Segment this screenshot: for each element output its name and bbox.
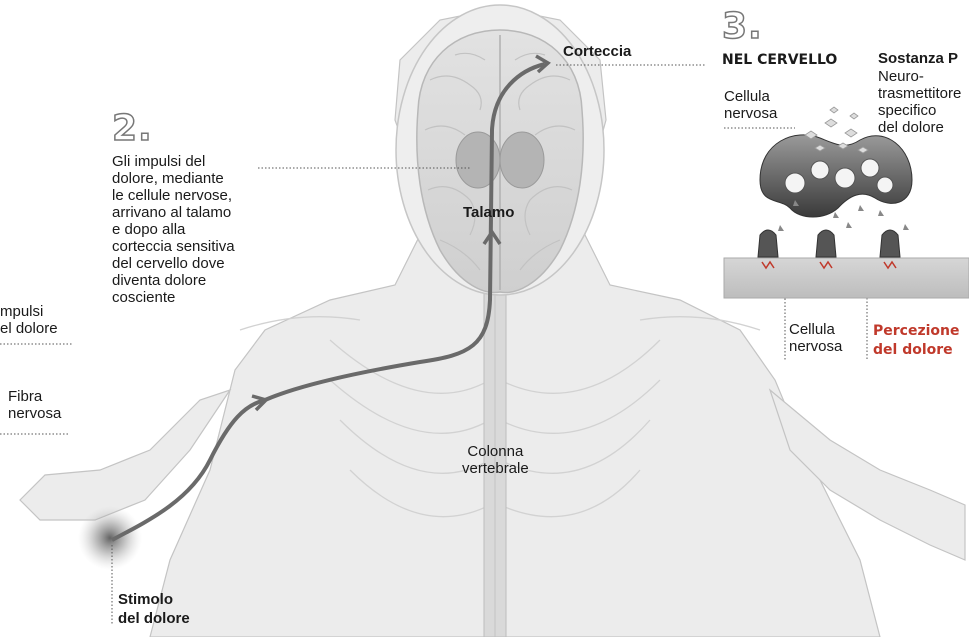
pain-impulses-label: mpulsi el dolore: [0, 303, 58, 337]
presynaptic-nerve-cell: [760, 135, 912, 218]
pain-stimulus-glow: [78, 506, 142, 570]
step-3-heading: NEL CERVELLO: [722, 52, 837, 69]
spinal-column-label: Colonna vertebrale: [462, 443, 529, 477]
step-2-number: 2.: [112, 108, 153, 149]
thalamus-label: Talamo: [463, 204, 514, 221]
substance-p-title: Sostanza P: [878, 50, 958, 67]
pain-stimulus-label: Stimolo del dolore: [118, 590, 190, 628]
substance-p-description: Neuro- trasmettitore specifico del dolor…: [878, 68, 961, 136]
step-3-number: 3.: [722, 6, 763, 47]
nerve-fiber-label: Fibra nervosa: [8, 388, 61, 422]
cortex-label: Corteccia: [563, 43, 631, 60]
pain-perception-label: Percezione del dolore: [873, 322, 959, 360]
nerve-cell-bottom-label: Cellula nervosa: [789, 321, 842, 355]
postsynaptic-membrane: [724, 222, 969, 298]
nerve-cell-top-label: Cellula nervosa: [724, 88, 777, 122]
brain: [417, 30, 583, 293]
step-2-description: Gli impulsi del dolore, mediante le cell…: [112, 153, 235, 306]
